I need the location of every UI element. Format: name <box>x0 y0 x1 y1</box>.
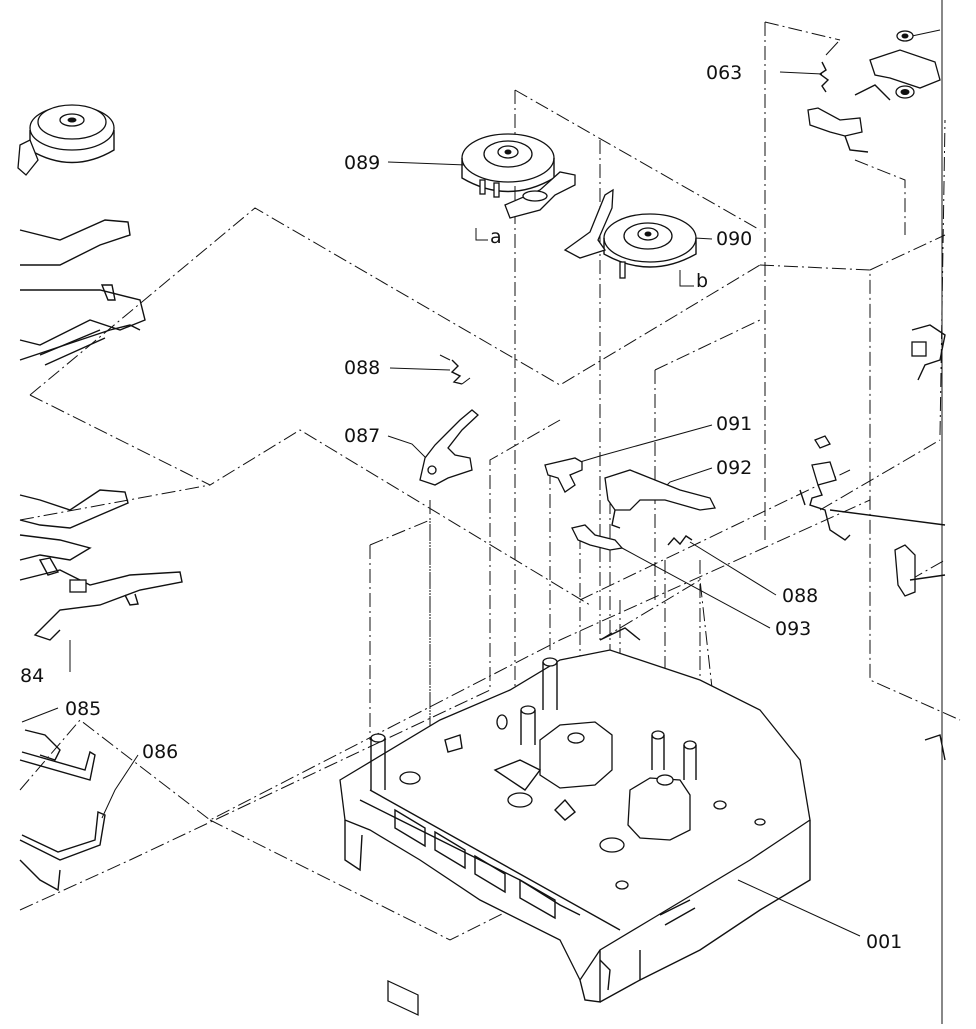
callout-063: 063 <box>706 62 742 84</box>
reel-090 <box>563 188 697 279</box>
bracket-parts-085-086 <box>19 729 106 892</box>
callout-093: 093 <box>775 618 811 640</box>
callout-090: 090 <box>716 228 752 250</box>
callout-087: 087 <box>344 425 380 447</box>
upper-right-lever-063 <box>807 30 941 153</box>
left-mechanism <box>19 489 183 641</box>
lever-087-spring-088 <box>419 354 479 486</box>
pulley-assembly <box>17 104 146 366</box>
callout-088-lower: 088 <box>782 585 818 607</box>
callout-labels: 063 089 a 090 b 088 087 091 092 088 093 … <box>20 62 902 953</box>
right-side-parts <box>799 324 946 761</box>
callout-089: 089 <box>344 152 380 174</box>
callout-092: 092 <box>716 457 752 479</box>
centre-levers <box>544 457 716 551</box>
callout-091: 091 <box>716 413 752 435</box>
callout-84: 84 <box>20 665 44 687</box>
leader-lines <box>21 0 943 1024</box>
callout-088-upper: 088 <box>344 357 380 379</box>
reel-089 <box>461 133 576 219</box>
callout-b: b <box>696 270 708 292</box>
main-chassis-001 <box>339 627 811 1016</box>
callout-a: a <box>490 226 502 248</box>
callout-086: 086 <box>142 741 178 763</box>
callout-085: 085 <box>65 698 101 720</box>
callout-001: 001 <box>866 931 902 953</box>
